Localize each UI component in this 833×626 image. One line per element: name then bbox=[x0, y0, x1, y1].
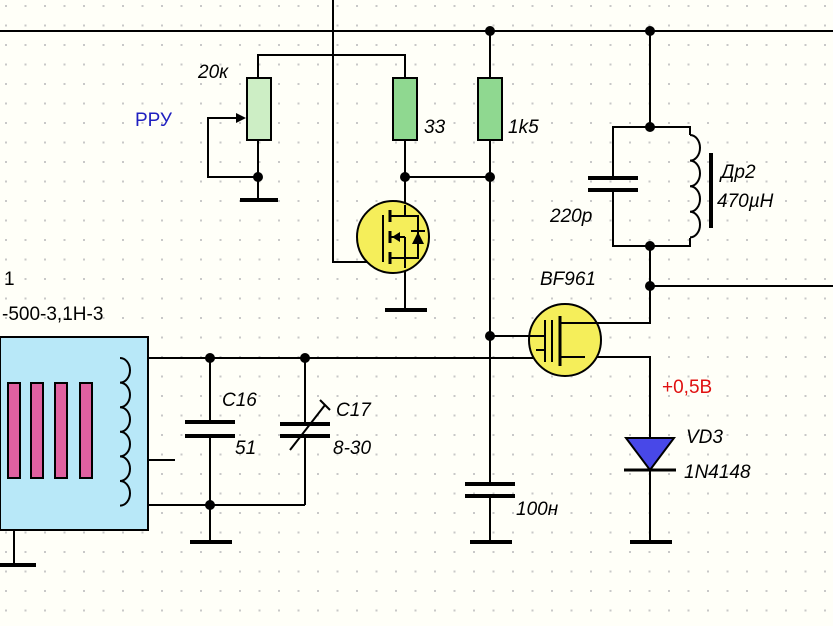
potentiometer-20k bbox=[236, 77, 272, 141]
pot-value-label: 20к bbox=[197, 62, 229, 83]
transistor-bf961 bbox=[528, 303, 602, 377]
cap-220p-label: 220р bbox=[549, 206, 592, 227]
inductor-dr2 bbox=[689, 134, 713, 239]
c17-name-label: C17 bbox=[336, 400, 372, 421]
inductor-name-label: Др2 bbox=[719, 162, 756, 183]
diode-model-label: 1N4148 bbox=[684, 462, 751, 483]
c16-value-label: 51 bbox=[235, 438, 256, 459]
filter-block bbox=[0, 336, 149, 531]
diode-name-label: VD3 bbox=[686, 427, 723, 448]
c16-name-label: C16 bbox=[222, 390, 257, 411]
filter-name-label: 1 bbox=[4, 269, 15, 290]
c17-value-label: 8-30 bbox=[333, 438, 371, 459]
wires bbox=[0, 0, 833, 567]
capacitor-100n bbox=[465, 482, 515, 498]
capacitor-220p bbox=[588, 176, 638, 192]
voltage-label: +0,5В bbox=[662, 377, 712, 398]
c100n-label: 100н bbox=[516, 499, 559, 520]
resistor-33 bbox=[392, 77, 418, 141]
junction-dots bbox=[205, 26, 655, 510]
diode-vd3 bbox=[624, 437, 676, 472]
filter-model-label: -500-3,1Н-3 bbox=[2, 304, 103, 325]
agc-label: РРУ bbox=[135, 110, 173, 131]
trimmer-capacitor-c17 bbox=[280, 399, 331, 451]
capacitor-c16 bbox=[185, 420, 235, 438]
resistor-1k5 bbox=[477, 77, 503, 141]
transistor-label: BF961 bbox=[540, 269, 596, 290]
inductor-value-label: 470µH bbox=[717, 191, 774, 212]
r33-label: 33 bbox=[424, 117, 446, 138]
r1k5-label: 1k5 bbox=[508, 117, 539, 138]
mosfet-transistor bbox=[356, 200, 430, 274]
